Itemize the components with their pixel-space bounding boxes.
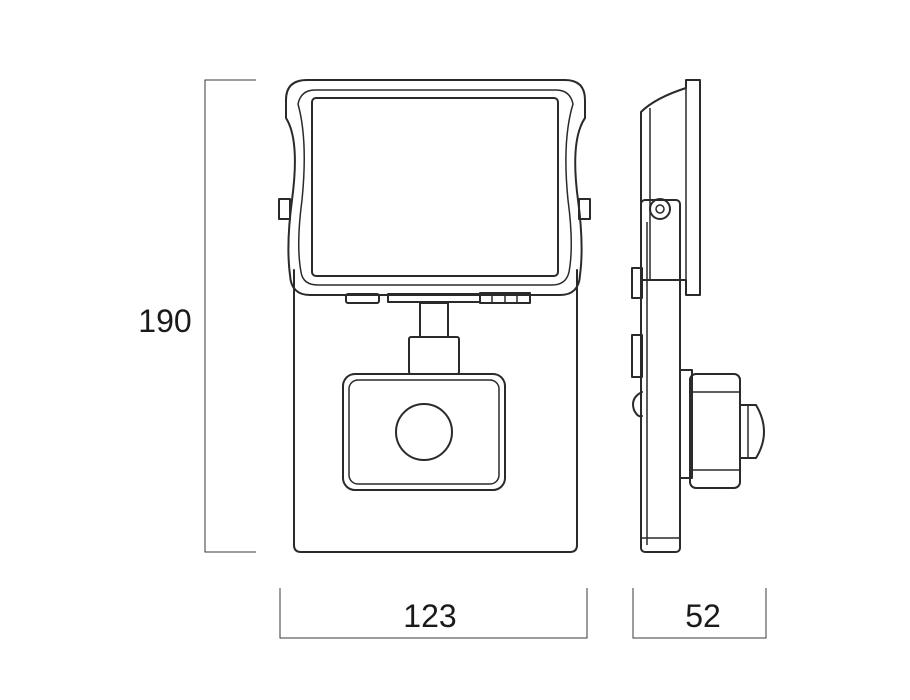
side-clip-middle: [631, 334, 643, 378]
front-housing-outer: [285, 79, 586, 296]
height-dimension: 190: [138, 79, 256, 553]
left-connector: [345, 293, 380, 304]
side-clip-lower: [632, 391, 643, 418]
side-clip-upper: [631, 267, 643, 299]
side-housing: [640, 79, 701, 296]
width-label: 123: [403, 598, 456, 634]
sensor-lens: [395, 403, 453, 461]
height-label: 190: [138, 303, 191, 339]
left-knob: [278, 198, 291, 220]
width-dimension: 123: [279, 588, 588, 639]
pivot-bolt: [649, 198, 671, 220]
front-view: [278, 79, 591, 553]
side-sensor-mount: [679, 369, 693, 479]
side-view: [631, 79, 765, 553]
sensor-body-outer: [342, 373, 506, 491]
height-dimension-line: [204, 79, 256, 553]
depth-dimension-line: [632, 588, 767, 639]
depth-label: 52: [685, 598, 721, 634]
side-sensor-lens: [739, 404, 765, 459]
depth-dimension: 52: [632, 588, 767, 639]
pivot-bolt-head: [655, 204, 665, 214]
front-lens: [311, 97, 559, 277]
width-dimension-line: [279, 588, 588, 639]
sensor-neck: [419, 302, 449, 338]
sensor-body-inner: [348, 379, 500, 485]
side-sensor-body: [689, 373, 741, 489]
front-housing-inner: [297, 89, 574, 286]
sensor-collar: [408, 336, 460, 375]
front-bracket: [293, 269, 578, 553]
